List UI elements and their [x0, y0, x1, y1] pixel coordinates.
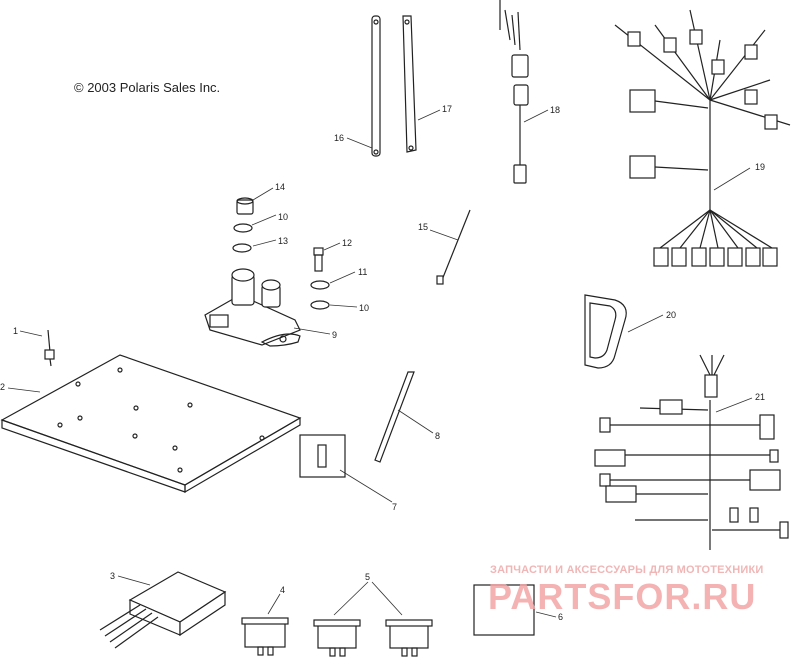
washer-lower: [310, 300, 330, 310]
washer-mid: [310, 280, 330, 290]
decal-sheet: [473, 584, 535, 636]
callout-10a: 10: [278, 212, 288, 222]
small-bolt: [313, 247, 324, 272]
sub-harness: [594, 354, 789, 550]
callout-1: 1: [13, 326, 18, 336]
solenoid-assembly: [204, 268, 301, 347]
tie-strap: [436, 209, 471, 285]
callout-11: 11: [358, 267, 367, 277]
connector-lead: [499, 0, 529, 184]
relay-module: [99, 571, 227, 649]
bolt: [44, 329, 55, 367]
callout-15: 15: [418, 222, 428, 232]
callout-14: 14: [275, 182, 285, 192]
leader-lines: [7, 109, 753, 618]
watermark-tagline: ЗАПЧАСТИ И АКСЕССУАРЫ ДЛЯ МОТОТЕХНИКИ: [490, 564, 764, 576]
switch-pair: [313, 619, 433, 657]
callout-20: 20: [666, 310, 676, 320]
callout-16: 16: [334, 133, 344, 143]
callout-3: 3: [110, 571, 115, 581]
nut: [236, 197, 254, 215]
callout-18: 18: [550, 105, 560, 115]
callout-4: 4: [280, 585, 285, 595]
rod-16: [371, 15, 381, 157]
callout-7: 7: [392, 502, 397, 512]
callout-6: 6: [558, 612, 563, 622]
callout-21: 21: [755, 392, 765, 402]
harness-bracket: [584, 294, 627, 369]
mounting-plate: [0, 354, 302, 494]
rod-17: [402, 15, 417, 153]
callout-12: 12: [342, 238, 352, 248]
label-decal: [299, 434, 346, 478]
main-harness: [614, 9, 791, 267]
callout-13: 13: [278, 236, 288, 246]
watermark-brand: PARTSFOR.RU: [488, 576, 757, 617]
callout-17: 17: [442, 104, 452, 114]
strap: [374, 371, 415, 463]
callout-2: 2: [0, 382, 5, 392]
washer-upper: [233, 223, 253, 233]
callout-9: 9: [332, 330, 337, 340]
callout-8: 8: [435, 431, 440, 441]
callout-19: 19: [755, 162, 765, 172]
copyright-text: © 2003 Polaris Sales Inc.: [74, 80, 221, 95]
callout-5: 5: [365, 572, 370, 582]
lock-washer: [232, 243, 252, 253]
switch-single: [241, 617, 289, 656]
callout-labels: 1 2 3 4 5 6 7 8 9 10 10 11 12 13 14 15 1…: [0, 104, 765, 622]
callout-10b: 10: [359, 303, 369, 313]
